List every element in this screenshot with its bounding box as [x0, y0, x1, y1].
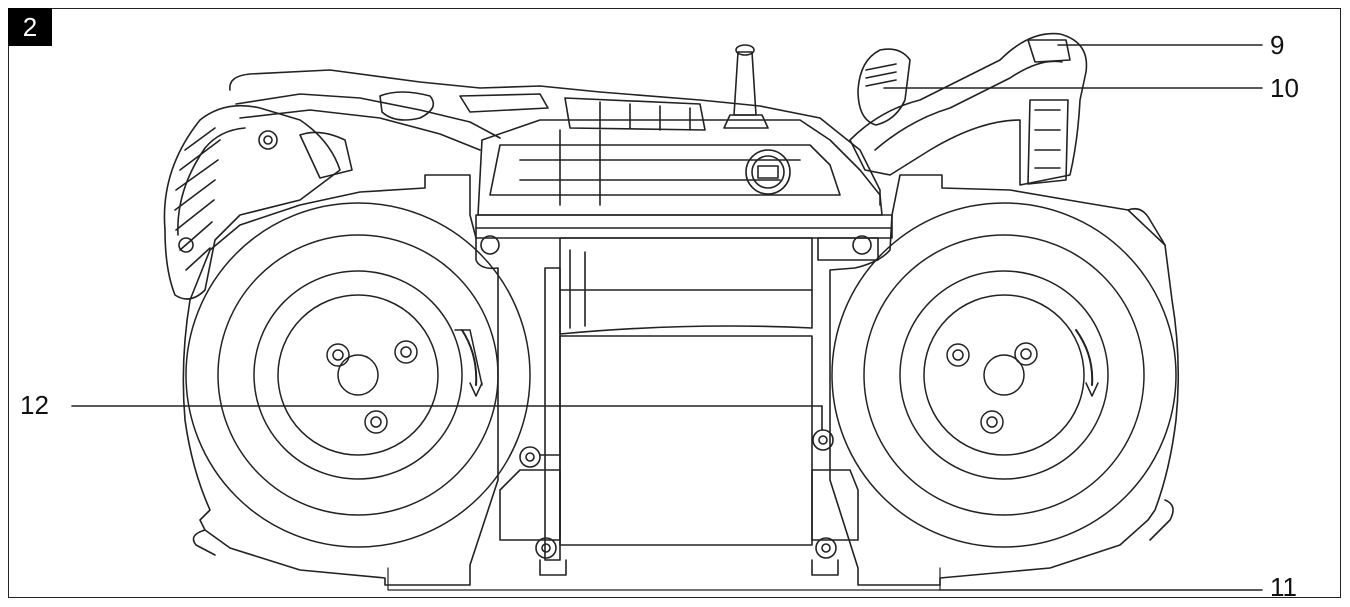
- right-wheel: [831, 202, 1177, 548]
- top-handle-housing: [229, 69, 881, 206]
- callout-12: 12: [20, 390, 49, 420]
- callout-11: 11: [1270, 572, 1297, 602]
- center-column: [499, 237, 859, 576]
- figure-frame: [8, 8, 1341, 598]
- callout-9: 9: [1270, 30, 1285, 60]
- blade-line: [387, 567, 941, 591]
- left-wheel: [185, 202, 531, 548]
- rear-handle: [849, 32, 1088, 186]
- front-grip: [163, 104, 353, 300]
- callout-10: 10: [1270, 73, 1299, 103]
- right-wheel-housing: [829, 174, 1180, 586]
- figure-number-badge: 2: [8, 8, 52, 46]
- leader-lines: [71, 44, 1263, 591]
- left-wheel-housing: [182, 174, 499, 586]
- gear-housing: [475, 44, 893, 261]
